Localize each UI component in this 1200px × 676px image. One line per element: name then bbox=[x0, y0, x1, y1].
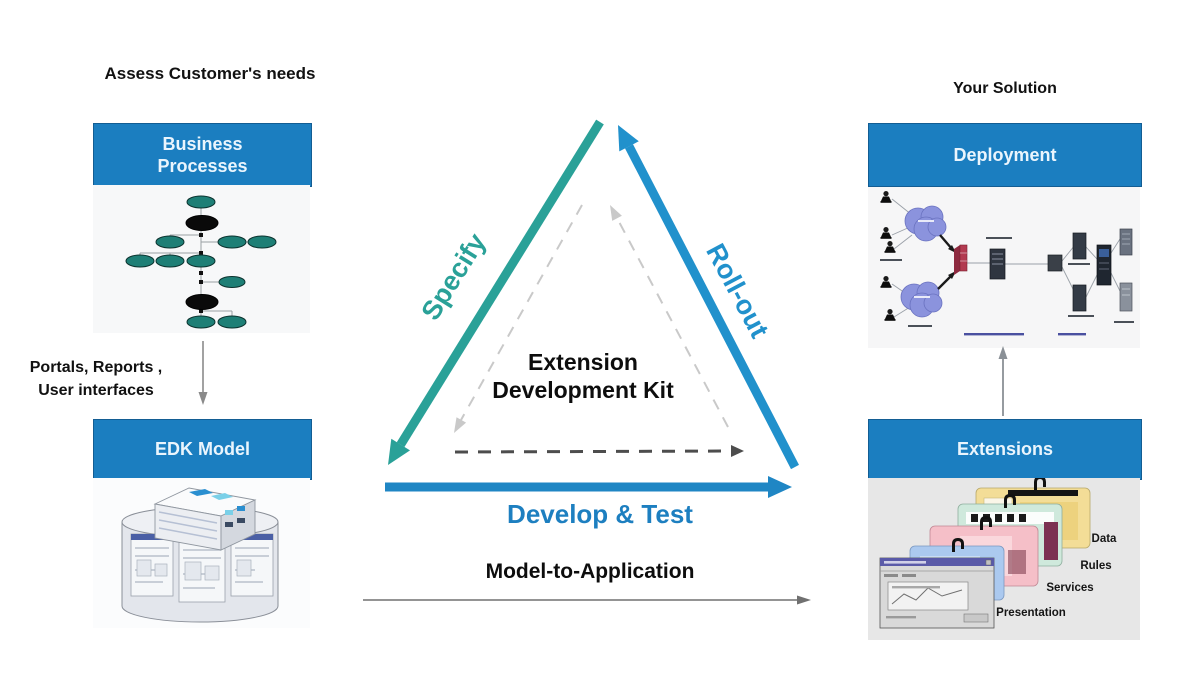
extensions-label: Extensions bbox=[956, 439, 1054, 460]
flowchart-graphic bbox=[125, 195, 277, 329]
edk-center-title-line2: Development Kit bbox=[492, 376, 674, 403]
layer-label-data: Data bbox=[1092, 533, 1118, 545]
down-arrow bbox=[198, 341, 208, 405]
model-to-application-label: Model-to-Application bbox=[485, 560, 695, 583]
model-repository-graphic bbox=[121, 487, 279, 623]
deployment-label: Deployment bbox=[953, 144, 1057, 165]
portals-note-line2: User interfaces bbox=[38, 382, 154, 400]
up-arrow bbox=[998, 346, 1008, 416]
extension-layers-graphic: Data Rules Services Presentation bbox=[879, 478, 1118, 629]
portals-note-line1: Portals, Reports , bbox=[29, 359, 163, 376]
extensions-image: Data Rules Services Presentation bbox=[868, 478, 1140, 640]
edk-center-title: Extension Development Kit bbox=[453, 349, 713, 404]
edk-center-title-line1: Extension bbox=[528, 349, 638, 375]
deployment-box: Deployment bbox=[868, 123, 1142, 187]
network-topology-graphic bbox=[880, 191, 1134, 336]
business-process-flowchart-image bbox=[93, 185, 310, 333]
extensions-box: Extensions bbox=[868, 419, 1142, 480]
edk-model-box: EDK Model bbox=[93, 419, 312, 480]
layer-label-services: Services bbox=[1046, 582, 1093, 594]
triangle-cycle-graphic bbox=[385, 119, 799, 498]
portals-note: Portals, Reports , User interfaces bbox=[0, 356, 192, 402]
develop-test-label: Develop & Test bbox=[507, 499, 693, 529]
edk-model-label: EDK Model bbox=[154, 439, 250, 460]
layer-label-rules: Rules bbox=[1080, 560, 1111, 572]
left-column-heading: Assess Customer's needs bbox=[104, 64, 316, 83]
edk-model-image bbox=[93, 478, 310, 628]
business-processes-label: Business Processes bbox=[157, 133, 248, 177]
deployment-image bbox=[868, 187, 1140, 348]
right-column-heading: Your Solution bbox=[953, 80, 1057, 97]
model-to-application-arrow bbox=[363, 595, 811, 605]
business-processes-box: Business Processes bbox=[93, 123, 312, 187]
layer-label-presentation: Presentation bbox=[996, 607, 1066, 619]
